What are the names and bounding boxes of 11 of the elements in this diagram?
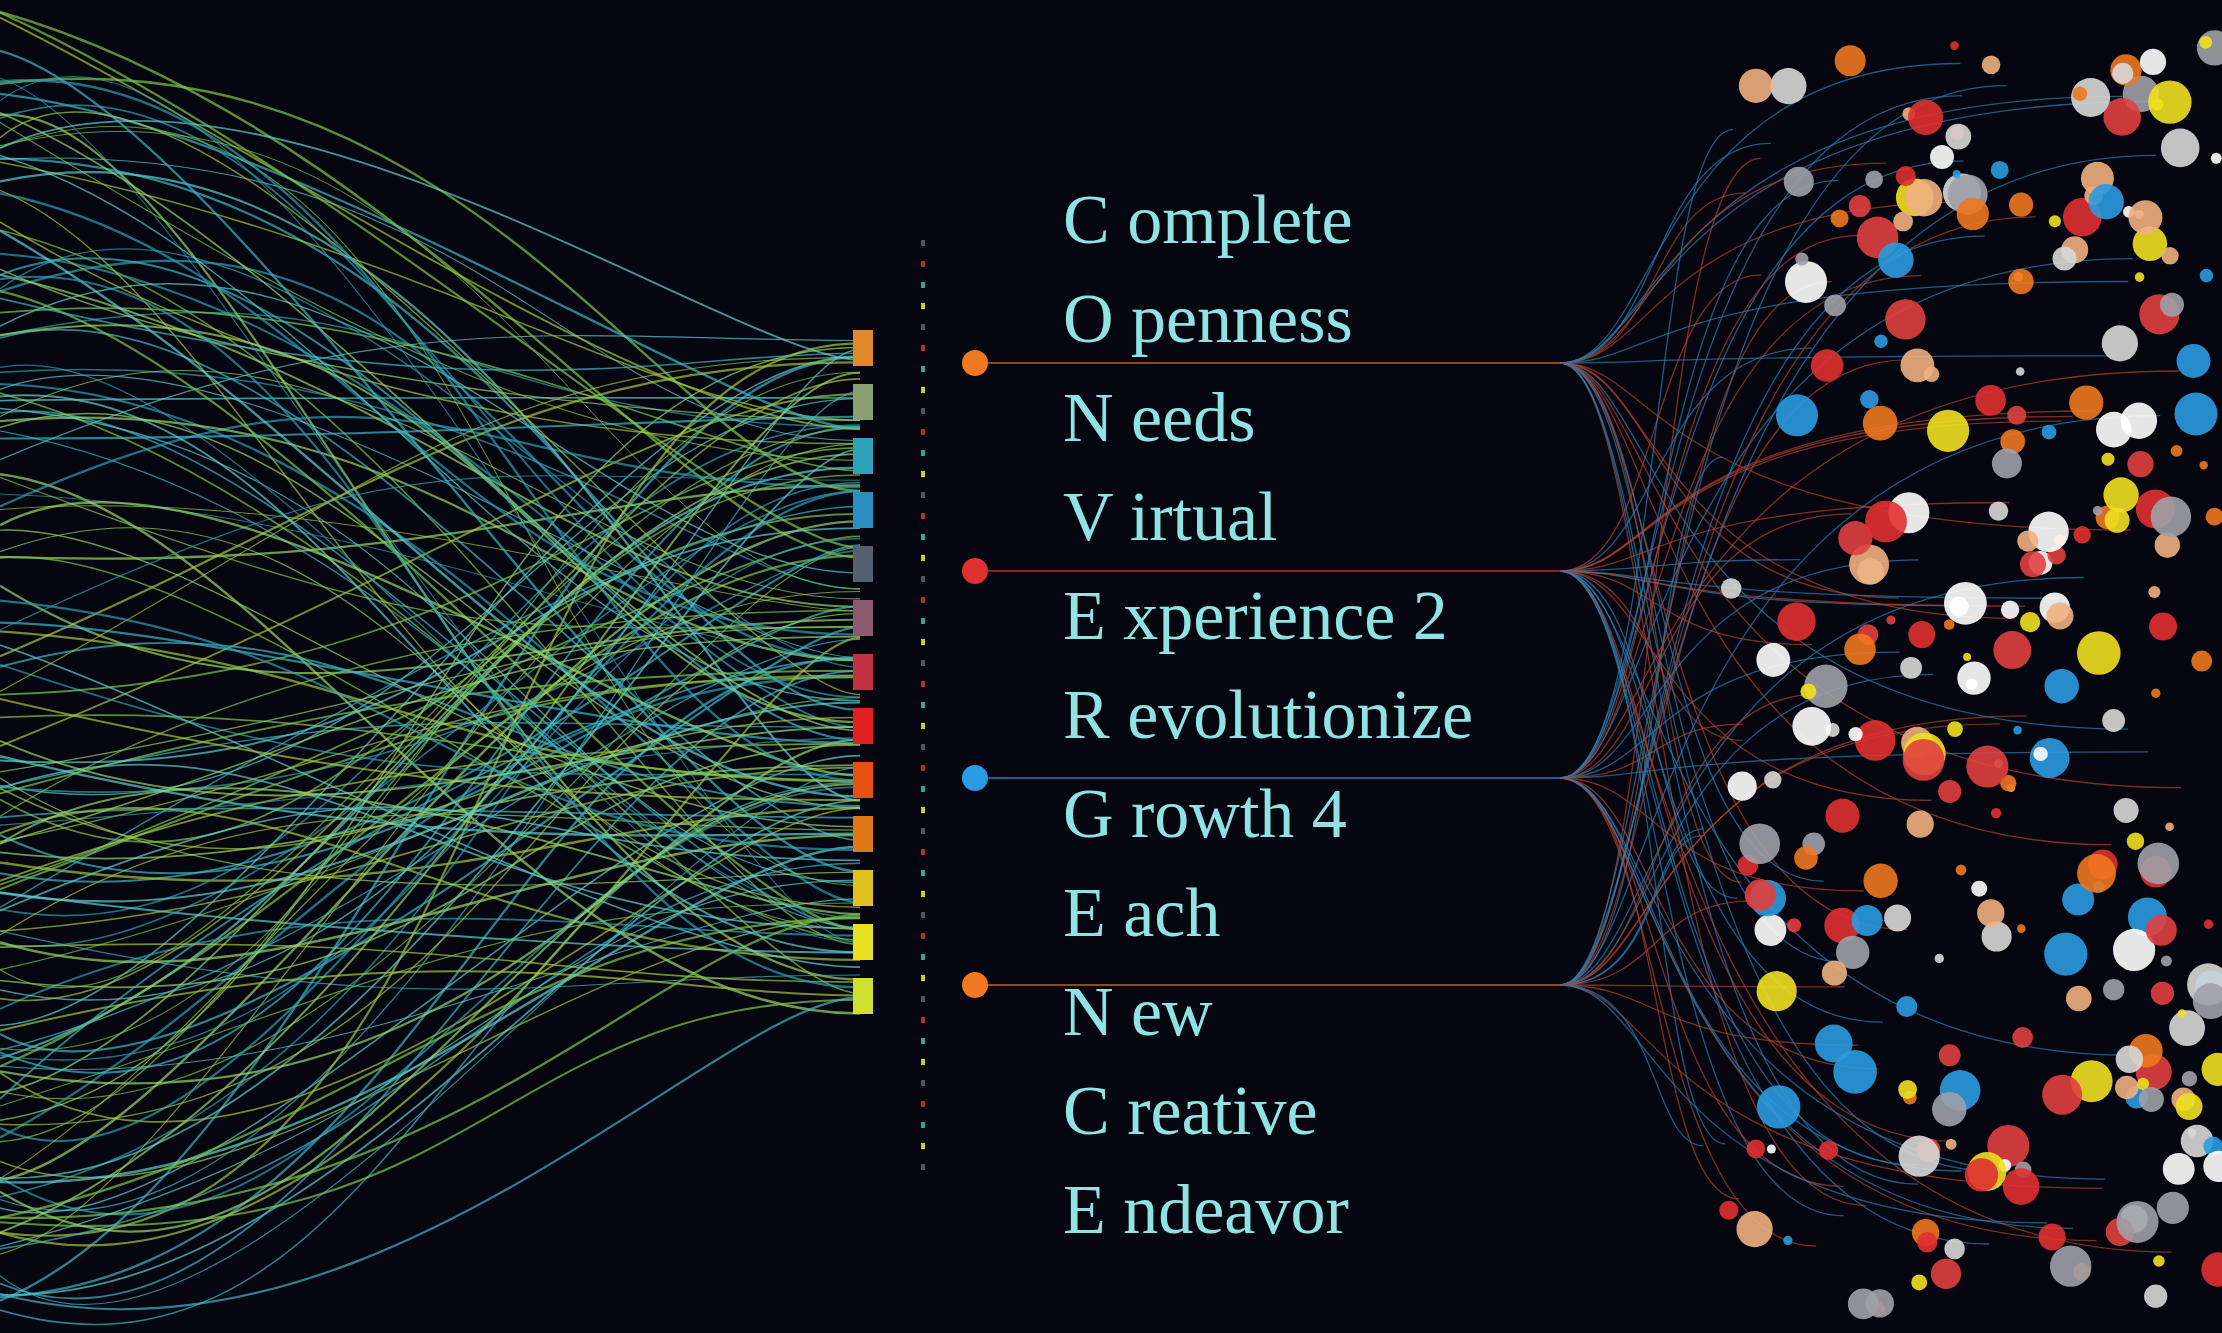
acronym-line: V irtual — [1063, 477, 1279, 557]
acronym-line: N ew — [1063, 972, 1214, 1052]
acronym-line: C reative — [1063, 1071, 1319, 1151]
acronym-line: O penness — [1063, 279, 1354, 359]
acronym-line: E xperience 2 — [1063, 576, 1449, 656]
acronym-line: R evolutionize — [1063, 675, 1474, 755]
acronym-line: C omplete — [1063, 180, 1354, 260]
acronym-line: N eeds — [1063, 378, 1257, 458]
acronym-line: E ach — [1063, 873, 1222, 953]
acronym-line: G rowth 4 — [1063, 774, 1348, 854]
acronym-line: E ndeavor — [1063, 1170, 1350, 1250]
